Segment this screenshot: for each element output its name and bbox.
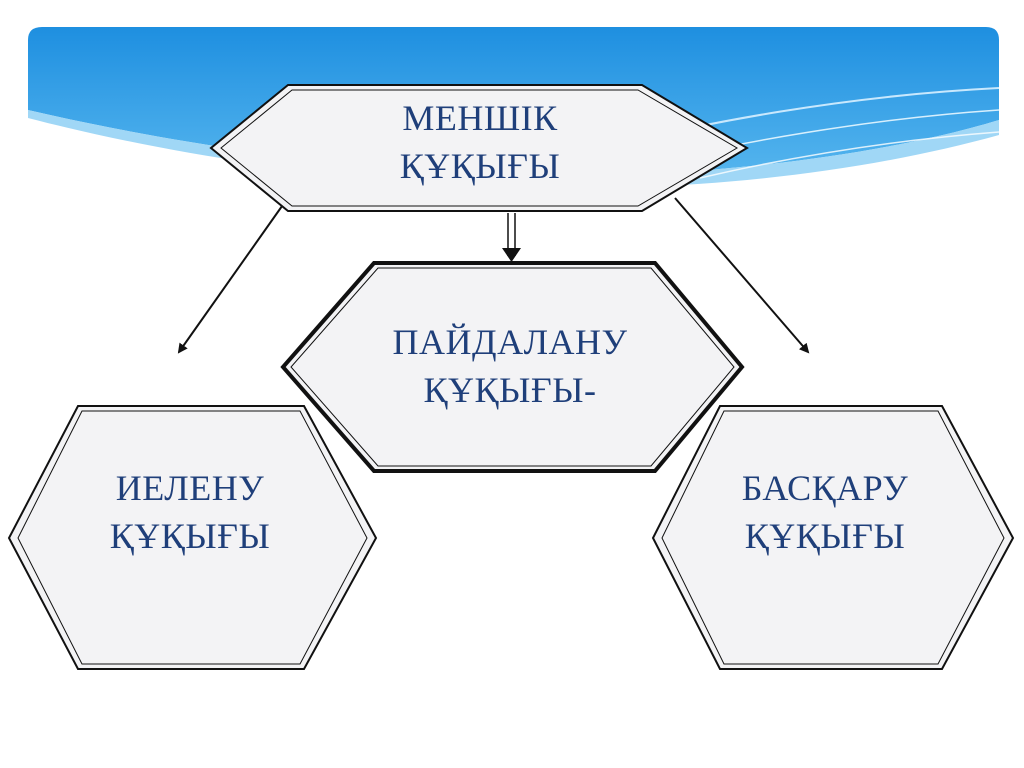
center-node-shape: [280, 261, 745, 473]
arrow-to-left-node: [177, 198, 288, 354]
root-node-shape: [209, 84, 749, 212]
arrow-to-center-node: [502, 213, 521, 262]
left-node-shape: [7, 405, 378, 670]
right-node-shape: [651, 405, 1015, 670]
arrow-to-right-node: [674, 197, 810, 354]
